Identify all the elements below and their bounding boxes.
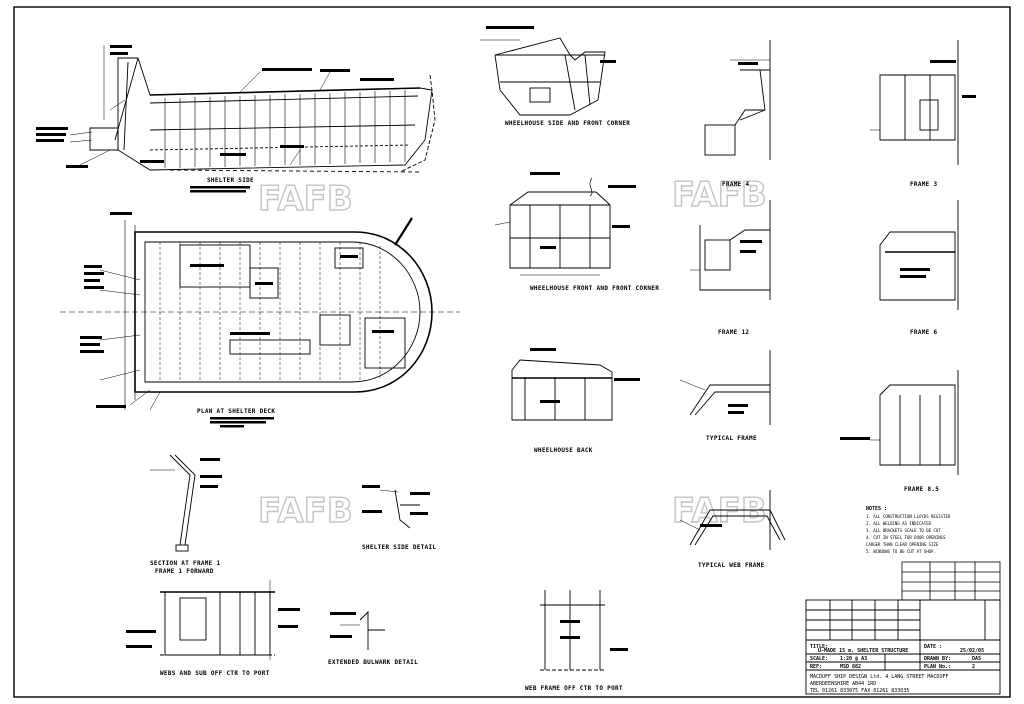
plan-labels bbox=[80, 212, 394, 408]
frame-12 bbox=[690, 200, 771, 300]
drawn-label: DRAWN BY: bbox=[924, 656, 951, 662]
scale-value: 1:20 @ A3 bbox=[840, 656, 867, 662]
frame-8-5 bbox=[870, 370, 959, 475]
title-value: U-MADE 15 m. SHELTER STRUCTURE bbox=[818, 648, 908, 654]
caption-frame-8-5: FRAME 8.5 bbox=[904, 486, 939, 493]
notes-heading: NOTES : bbox=[866, 506, 887, 512]
notes-line-5: LARGER THAN CLEAR OPENING SIZE bbox=[866, 542, 939, 547]
watermark-3: FAFB bbox=[258, 491, 353, 531]
caption-shelter-side: SHELTER SIDE bbox=[207, 177, 254, 184]
frame-6 bbox=[879, 200, 959, 310]
ref-label: REF: bbox=[810, 664, 822, 670]
notes-line-1: 1. ALL CONSTRUCTION LLOYDS REGISTER bbox=[866, 514, 951, 519]
shelter-side-detail bbox=[379, 489, 420, 529]
title-label: TITLE: bbox=[810, 644, 828, 650]
date-label: DATE : bbox=[924, 644, 942, 650]
watermark-1: FAFB bbox=[258, 179, 353, 219]
wheelhouse-side bbox=[480, 37, 606, 116]
notes-line-4: 4. CUT IN STEEL FOR DOOR OPENINGS bbox=[866, 535, 946, 540]
caption-plan-shelter-deck: PLAN AT SHELTER DECK bbox=[197, 408, 275, 415]
ref-value: MSD 882 bbox=[840, 664, 861, 670]
shelter-side-labels bbox=[36, 45, 394, 168]
plan-label: PLAN No.: bbox=[924, 664, 951, 670]
typical-web-frame bbox=[679, 490, 786, 550]
caption-web-frame-port: WEB FRAME OFF CTR TO PORT bbox=[525, 685, 623, 692]
caption-typical-web-frame: TYPICAL WEB FRAME bbox=[698, 562, 765, 569]
caption-wheelhouse-back: WHEELHOUSE BACK bbox=[534, 447, 593, 454]
plan-value: 2 bbox=[972, 664, 975, 670]
company-line: MACDUFF SHIP DESIGN Ltd. 4 LANG STREET M… bbox=[810, 674, 948, 680]
caption-wheelhouse-side: WHEELHOUSE SIDE AND FRONT CORNER bbox=[505, 120, 630, 127]
sheet-border bbox=[13, 6, 1011, 698]
caption-webs-frames: WEBS AND SUB OFF CTR TO PORT bbox=[160, 670, 270, 677]
frame-4 bbox=[704, 40, 771, 160]
typical-frame bbox=[679, 350, 771, 425]
scale-label: SCALE: bbox=[810, 656, 828, 662]
caption-typical-frame: TYPICAL FRAME bbox=[706, 435, 757, 442]
address-line: ABERDEENSHIRE AB44 1RD bbox=[810, 681, 876, 687]
notes-line-2: 2. ALL WELDING AS INDICATED bbox=[866, 521, 932, 526]
caption-extended-bulwark-detail: EXTENDED BULWARK DETAIL bbox=[328, 659, 418, 666]
extended-bulwark-detail bbox=[340, 610, 385, 650]
webs-sub-drawing bbox=[160, 580, 275, 660]
section-frame-1 bbox=[150, 454, 196, 552]
notes-line-6: 5. WINDOWS TO BE CUT AT SHOP. bbox=[866, 549, 936, 554]
title-block bbox=[805, 599, 1001, 695]
caption-wheelhouse-front: WHEELHOUSE FRONT AND FRONT CORNER bbox=[530, 285, 659, 292]
date-value: 25/02/05 bbox=[960, 648, 984, 654]
plan-shelter-deck bbox=[60, 217, 460, 411]
revision-table bbox=[901, 561, 1001, 601]
notes-block: NOTES : 1. ALL CONSTRUCTION LLOYDS REGIS… bbox=[866, 506, 951, 554]
caption-shelter-side-detail: SHELTER SIDE DETAIL bbox=[362, 544, 436, 551]
web-frame-port-drawing bbox=[540, 590, 605, 671]
caption-section-frame-1: SECTION AT FRAME 1 bbox=[150, 560, 221, 567]
notes-line-3: 3. ALL BRACKETS SCALE TO BE CUT bbox=[866, 528, 941, 533]
caption-frame-6: FRAME 6 bbox=[910, 329, 937, 336]
shelter-side-profile bbox=[69, 45, 436, 173]
caption-section-frame-1-line2: FRAME 1 FORWARD bbox=[155, 568, 214, 575]
frame-3 bbox=[870, 40, 959, 165]
caption-frame-4: FRAME 4 bbox=[722, 181, 749, 188]
wheelhouse-front bbox=[494, 177, 611, 276]
watermark-2: FAFB bbox=[672, 175, 767, 215]
drawn-value: DAS bbox=[972, 656, 981, 662]
caption-frame-3: FRAME 3 bbox=[910, 181, 937, 188]
caption-frame-12: FRAME 12 bbox=[718, 329, 749, 336]
wheelhouse-back bbox=[511, 359, 613, 421]
contact-line: TEL 01261 833075 FAX 01261 833035 bbox=[810, 688, 909, 694]
